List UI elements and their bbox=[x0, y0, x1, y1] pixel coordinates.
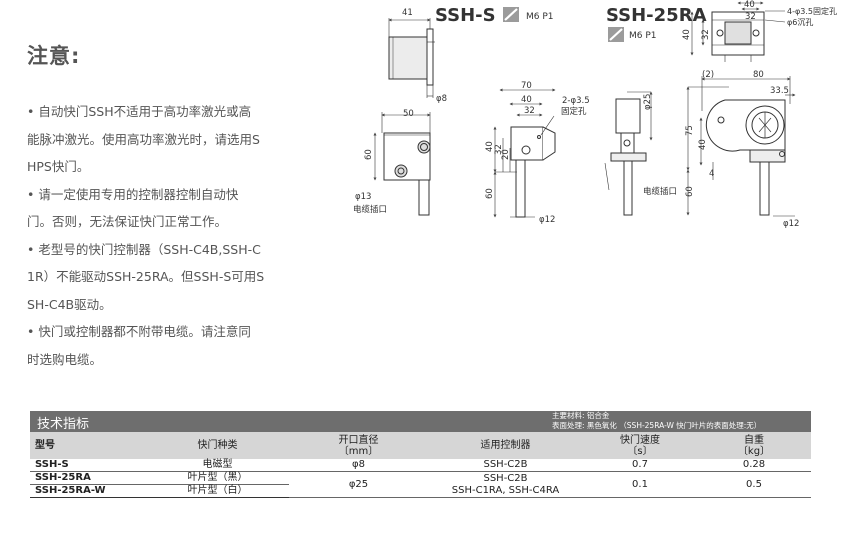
dim-label: φ12 bbox=[539, 215, 555, 225]
dim-label: 40 bbox=[485, 141, 495, 152]
dim-label: 电缆插口 bbox=[353, 204, 387, 215]
notice-item-2: • 请一定使用专用的控制器控制自动快 门。否则，无法保证快门正常工作。 bbox=[27, 181, 299, 236]
column-header: 自重〔kg〕 bbox=[697, 432, 811, 459]
notice-line: SH-C4B驱动。 bbox=[27, 296, 112, 312]
aperture-cell: φ25 bbox=[289, 471, 428, 498]
dim-label: φ25 bbox=[643, 94, 653, 110]
dim-label: 60 bbox=[685, 186, 695, 197]
dim-label: 2-φ3.5 bbox=[562, 96, 590, 106]
dim-label: 80 bbox=[753, 70, 764, 80]
notice-line: 1R）不能驱动SSH-25RA。但SSH-S可用S bbox=[27, 269, 265, 284]
ssh-25ra-title: SSH-25RA bbox=[606, 5, 707, 26]
type-cell: 叶片型（黑） bbox=[146, 471, 289, 485]
dim-label: 4-φ3.5固定孔 bbox=[787, 6, 837, 16]
spec-table: 技术指标 主要材料: 铝合金 表面处理: 黑色氧化 （SSH-25RA-W 快门… bbox=[30, 411, 811, 498]
dim-label: 32 bbox=[524, 106, 535, 116]
dim-label: φ6沉孔 bbox=[787, 18, 813, 27]
thread-icon bbox=[503, 7, 624, 42]
weight-cell: 0.5 bbox=[697, 471, 811, 498]
weight-cell: 0.28 bbox=[697, 459, 811, 472]
material-note: 主要材料: 铝合金 bbox=[552, 411, 610, 420]
dim-label: 33.5 bbox=[770, 86, 789, 96]
dim-label: 40 bbox=[698, 139, 708, 150]
column-header: 快门速度〔s〕 bbox=[583, 432, 697, 459]
dim-label: φ13 bbox=[355, 192, 371, 202]
model-cell: SSH-25RA-W bbox=[30, 484, 146, 498]
dim-label: φ12 bbox=[783, 219, 799, 229]
notice-line: 能脉冲激光。使用高功率激光时，请选用S bbox=[27, 131, 260, 147]
speed-cell: 0.1 bbox=[583, 471, 697, 498]
column-header: 快门种类 bbox=[146, 432, 289, 459]
table-header-row: 型号 快门种类 开口直径〔mm〕 适用控制器 快门速度〔s〕 自重〔kg〕 bbox=[30, 432, 811, 459]
dim-label: 75 bbox=[685, 125, 695, 136]
notice-item-4: • 快门或控制器都不附带电缆。请注意同 时选购电缆。 bbox=[27, 318, 299, 373]
spec-grid: 型号 快门种类 开口直径〔mm〕 适用控制器 快门速度〔s〕 自重〔kg〕 SS… bbox=[30, 432, 811, 498]
speed-cell: 0.7 bbox=[583, 459, 697, 472]
spec-table-title: 技术指标 bbox=[37, 417, 90, 432]
notice-line: • 快门或控制器都不附带电缆。请注意同 bbox=[27, 324, 251, 339]
type-cell: 电磁型 bbox=[146, 459, 289, 472]
notice-line: • 老型号的快门控制器（SSH-C4B,SSH-C bbox=[27, 241, 261, 257]
column-header: 适用控制器 bbox=[428, 432, 583, 459]
dim-label: 32 bbox=[701, 29, 711, 40]
dim-label: 电缆插口 bbox=[643, 186, 677, 197]
dim-label: 4 bbox=[709, 169, 714, 179]
dim-label: 60 bbox=[485, 188, 495, 199]
ssh-25ra-thread-label: M6 P1 bbox=[629, 31, 657, 41]
notice-title: 注意: bbox=[27, 44, 81, 68]
dim-label: 41 bbox=[402, 8, 413, 18]
dim-label: φ8 bbox=[436, 94, 447, 104]
spec-table-header-bar: 技术指标 主要材料: 铝合金 表面处理: 黑色氧化 （SSH-25RA-W 快门… bbox=[30, 411, 811, 432]
notice-line: • 请一定使用专用的控制器控制自动快 bbox=[27, 186, 239, 202]
dim-label: 70 bbox=[521, 81, 532, 91]
spec-notes: 主要材料: 铝合金 表面处理: 黑色氧化 （SSH-25RA-W 快门叶片的表面… bbox=[552, 411, 761, 431]
dim-label: 32 bbox=[494, 144, 504, 155]
notice-line: 时选购电缆。 bbox=[27, 351, 103, 367]
controller-cell: SSH-C2B bbox=[428, 459, 583, 472]
dim-label: 32 bbox=[745, 12, 756, 22]
model-cell: SSH-25RA bbox=[30, 471, 146, 485]
notice-line: • 自动快门SSH不适用于高功率激光或高 bbox=[27, 104, 252, 119]
dim-label: (2) bbox=[702, 70, 714, 80]
notice-body: • 自动快门SSH不适用于高功率激光或高 能脉冲激光。使用高功率激光时，请选用S… bbox=[27, 98, 299, 373]
aperture-cell: φ8 bbox=[289, 459, 428, 472]
technical-drawing: SSH-S M6 P1 41 φ8 50 70 40 32 2-φ3.5 固定孔… bbox=[353, 0, 837, 229]
table-row: SSH-25RA-W 叶片型（白） bbox=[30, 484, 811, 498]
notice-line: 门。否则，无法保证快门正常工作。 bbox=[27, 214, 228, 229]
column-header: 开口直径〔mm〕 bbox=[289, 432, 428, 459]
dim-label: 60 bbox=[364, 149, 374, 160]
surface-note: 表面处理: 黑色氧化 （SSH-25RA-W 快门叶片的表面处理:无） bbox=[552, 421, 762, 430]
dim-label: 40 bbox=[682, 29, 692, 40]
table-row: SSH-S 电磁型 φ8 SSH-C2B 0.7 0.28 bbox=[30, 459, 811, 472]
type-cell: 叶片型（白） bbox=[146, 484, 289, 498]
model-cell: SSH-S bbox=[30, 459, 146, 472]
notice-item-1: • 自动快门SSH不适用于高功率激光或高 能脉冲激光。使用高功率激光时，请选用S… bbox=[27, 98, 299, 181]
dim-label: 50 bbox=[403, 109, 414, 119]
dim-label: 40 bbox=[521, 95, 532, 105]
notice-line: HPS快门。 bbox=[27, 159, 90, 174]
ssh-s-title: SSH-S bbox=[435, 5, 496, 26]
ssh-s-thread-label: M6 P1 bbox=[526, 12, 554, 22]
dim-label: 固定孔 bbox=[561, 106, 587, 117]
dim-label: 40 bbox=[744, 0, 755, 10]
notice-item-3: • 老型号的快门控制器（SSH-C4B,SSH-C 1R）不能驱动SSH-25R… bbox=[27, 236, 299, 319]
dim-label: 20 bbox=[501, 149, 511, 160]
column-header: 型号 bbox=[30, 432, 146, 459]
